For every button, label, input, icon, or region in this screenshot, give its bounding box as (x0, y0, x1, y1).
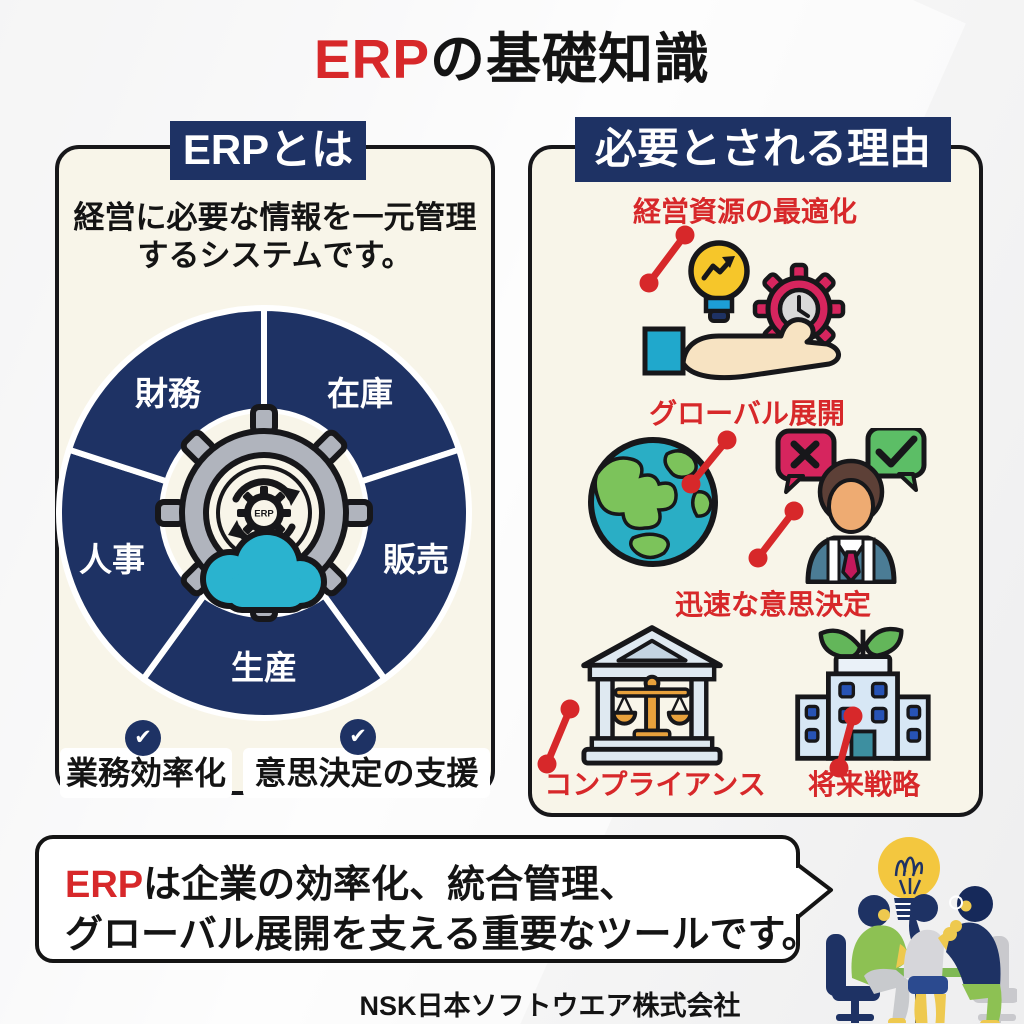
speech-bubble-tail (795, 863, 833, 919)
bubble-accent: ERP (65, 864, 144, 906)
connector-global (681, 430, 737, 494)
gear-clock-icon (752, 262, 846, 356)
erp-center-label: ERP (254, 509, 274, 520)
benefit-decision-support: 意思決定の支援 (243, 748, 490, 798)
erp-description-line2: するシステムです。 (137, 238, 413, 273)
x-bubble-icon (775, 428, 837, 494)
check-icon: ✔ (340, 719, 376, 755)
left-panel-header: ERPとは (170, 121, 366, 180)
decision-person-icon (775, 428, 927, 584)
check-icon: ✔ (125, 720, 161, 756)
erp-gear-cloud-icon: ERP (155, 404, 373, 622)
page-title: ERPの基礎知識 (0, 14, 1024, 94)
title-rest: の基礎知識 (430, 28, 711, 90)
hand-lightbulb-gear-icon (639, 225, 846, 381)
open-hand-icon (642, 317, 841, 381)
erp-description-line1: 経営に必要な情報を一元管理 (73, 200, 477, 235)
reason-resource-optimization: 経営資源の最適化 (632, 196, 858, 227)
connector-strategy (829, 706, 863, 778)
globe-icon (588, 437, 718, 567)
right-panel-header: 必要とされる理由 (575, 117, 951, 182)
bubble-text-line2: グローバル展開を支える重要なツールです。 (65, 914, 820, 956)
scales-of-justice-icon (611, 674, 693, 741)
summary-speech-bubble: ERPは企業の効率化、統合管理、 グローバル展開を支える重要なツールです。 (35, 835, 820, 963)
donut-label-finance: 財務 (135, 375, 202, 412)
team-meeting-illustration (826, 837, 1017, 1023)
person-middle (903, 894, 954, 1023)
building-plant-icon (795, 626, 931, 761)
donut-label-hr: 人事 (79, 541, 145, 578)
lightbulb-icon (688, 240, 750, 323)
donut-label-sales: 販売 (383, 541, 449, 578)
connector-decision (748, 501, 804, 568)
check-bubble-icon (865, 428, 927, 492)
bubble-text-line1: ERPは企業の効率化、統合管理、 (65, 853, 637, 908)
erp-module-donut-chart: 財務 在庫 販売 生産 人事 (56, 305, 472, 721)
donut-label-inventory: 在庫 (327, 375, 393, 412)
company-name: NSK日本ソフトウエア株式会社 (359, 991, 741, 1021)
person-right (943, 886, 1002, 1023)
bank-scales-icon (581, 625, 723, 766)
connector-compliance (537, 699, 580, 774)
reason-rapid-decision: 迅速な意思決定 (674, 589, 872, 620)
bubble-line1-rest: は企業の効率化、統合管理、 (143, 864, 638, 906)
donut-label-production: 生産 (231, 649, 297, 686)
reason-global-expansion: グローバル展開 (649, 398, 845, 429)
title-accent: ERP (313, 28, 431, 90)
